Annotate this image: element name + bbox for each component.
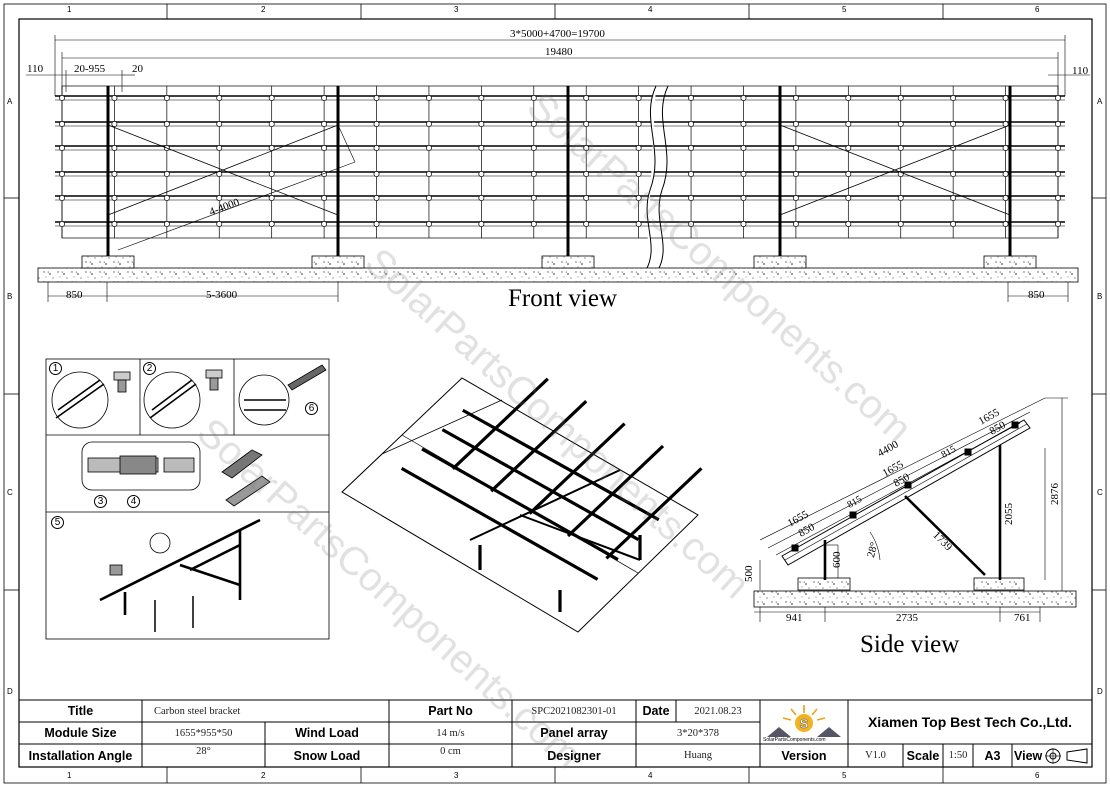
installation-angle-label: Installation Angle (28, 748, 133, 763)
col-label-top: 2 (261, 5, 266, 14)
front-view (26, 35, 1090, 302)
detail-panel (45, 358, 330, 640)
dim-front-overhang: 941 (786, 612, 803, 624)
sun-logo-icon: S (767, 705, 841, 737)
dim-module-gap-a: 20-955 (74, 63, 106, 75)
dim-post-spacing: 5-3600 (206, 289, 238, 301)
dim-right-overhang: 110 (1072, 65, 1089, 77)
module-size-label: Module Size (44, 726, 117, 740)
dim-foundation-h: 500 (743, 565, 755, 583)
projection-symbol-icon (1045, 747, 1091, 765)
dim-height: 2876 (1049, 483, 1061, 505)
col-label-bottom: 3 (454, 771, 459, 780)
wind-load-value: 14 m/s (436, 727, 465, 739)
dim-front-leg: 600 (831, 551, 843, 569)
col-label-bottom: 1 (67, 771, 72, 780)
side-view-caption: Side view (860, 631, 960, 658)
snow-load-value: 0 cm (440, 746, 461, 757)
module-size-value: 1655*955*50 (174, 727, 233, 739)
dim-left-end: 850 (66, 289, 83, 301)
col-label-bottom: 2 (261, 771, 266, 780)
panel-array-label: Panel array (540, 726, 608, 740)
row-label-right: D (1097, 687, 1103, 696)
dim-rear-leg: 2055 (1003, 503, 1015, 525)
view-label: View (1014, 748, 1043, 763)
snow-load-label: Snow Load (293, 748, 361, 763)
part-no-value: SPC2021082301-01 (531, 705, 617, 717)
callout-1: 1 (49, 362, 62, 375)
row-label-right: A (1097, 97, 1103, 106)
col-label-top: 4 (648, 5, 653, 14)
side-view (753, 397, 1077, 622)
dim-rear-overhang: 761 (1014, 612, 1031, 624)
dim-right-end: 850 (1028, 289, 1045, 301)
col-label-top: 5 (842, 5, 847, 14)
wind-load-label: Wind Load (295, 726, 359, 740)
col-label-top: 6 (1035, 5, 1040, 14)
row-label-left: A (7, 97, 13, 106)
installation-angle-value: 28° (196, 746, 211, 757)
title-label: Title (67, 704, 94, 718)
title-block: Title Carbon steel bracket Part No SPC20… (19, 700, 1092, 767)
row-label-left: C (7, 488, 13, 497)
panel-array-value: 3*20*378 (677, 727, 719, 739)
isometric-view (341, 377, 703, 633)
front-view-caption: Front view (508, 285, 618, 312)
col-label-bottom: 4 (648, 771, 653, 780)
callout-4: 4 (127, 495, 140, 508)
title-block-grid (18, 699, 1093, 768)
date-label: Date (642, 704, 670, 718)
row-label-right: B (1097, 292, 1103, 301)
callout-3: 3 (94, 495, 107, 508)
callout-2: 2 (143, 362, 156, 375)
row-label-left: B (7, 292, 13, 301)
part-no-label: Part No (428, 704, 473, 718)
callout-5: 5 (51, 516, 64, 529)
date-value: 2021.08.23 (694, 705, 742, 717)
scale-value: 1:50 (948, 750, 968, 761)
company-logo: S SolarPartsComponents.com (761, 701, 847, 743)
sheet-size: A3 (984, 748, 1001, 763)
col-label-top: 1 (67, 5, 72, 14)
col-label-bottom: 5 (842, 771, 847, 780)
dim-overall: 19480 (545, 46, 573, 58)
version-label: Version (781, 748, 827, 763)
logo-text: SolarPartsComponents.com (763, 737, 826, 743)
svg-text:S: S (800, 716, 809, 731)
callout-6: 6 (305, 402, 318, 415)
version-value: V1.0 (865, 750, 886, 761)
dim-base-span: 2735 (896, 612, 918, 624)
company-name: Xiamen Top Best Tech Co.,Ltd. (867, 714, 1073, 730)
sheet-frame (3, 3, 1107, 784)
row-label-left: D (7, 687, 13, 696)
dim-left-overhang: 110 (27, 63, 44, 75)
designer-value: Huang (684, 750, 712, 761)
title-value: Carbon steel bracket (154, 705, 241, 717)
dim-overall-formula: 3*5000+4700=19700 (510, 28, 605, 40)
scale-label: Scale (906, 748, 940, 763)
col-label-bottom: 6 (1035, 771, 1040, 780)
col-label-top: 3 (454, 5, 459, 14)
row-label-right: C (1097, 488, 1103, 497)
designer-label: Designer (547, 748, 601, 763)
dim-module-gap-b: 20 (132, 63, 143, 75)
